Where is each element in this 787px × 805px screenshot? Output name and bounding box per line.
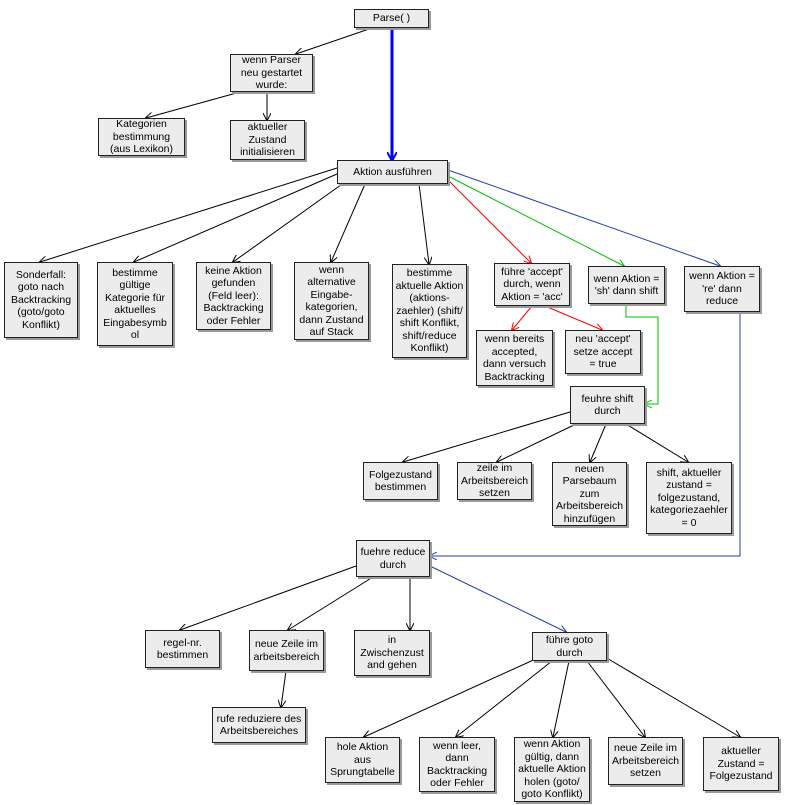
edge-parse-to-wenn-parser — [296, 27, 373, 54]
node-sonderfall: Sonderfall: goto nach Backtracking (goto… — [4, 262, 78, 338]
edge-aktion-to-wenn-sh — [447, 175, 624, 266]
node-wenn-sh: wenn Aktion = 'sh' dann shift — [588, 266, 665, 304]
edge-shift-to-folgezustand — [403, 411, 571, 462]
node-rufe-reduziere: rufe reduziere des Arbeitsbereiches — [212, 707, 306, 743]
edge-aktion-to-wenn-re — [447, 169, 720, 266]
edge-reduce-to-neue-zeile — [288, 576, 374, 630]
node-in-zwischen: in Zwischenzust and gehen — [354, 630, 430, 676]
node-bestimme-aktuelle: bestimme aktuelle Aktion (aktions- zaehl… — [392, 264, 467, 358]
node-neue-zeile-2: neue Zeile im Arbeitsbereich setzen — [608, 737, 683, 785]
node-wenn-parser: wenn Parser neu gestartet wurde: — [230, 54, 313, 92]
edge-aktion-to-bestimme-aktuelle — [418, 183, 429, 264]
edge-shift-to-neuen-parsebaum — [590, 423, 607, 462]
edge-goto-to-wenn-leer — [456, 660, 553, 737]
node-wenn-aktion-gueltig: wenn Aktion gültig, dann aktuelle Aktion… — [514, 737, 590, 802]
node-feuhre-shift: feuhre shift durch — [570, 386, 645, 424]
edge-goto-to-wenn-aktion-gueltig — [553, 660, 570, 737]
edge-aktion-to-fuehre-accept — [447, 179, 531, 263]
edge-aktion-to-wenn-alternative — [331, 183, 366, 262]
edge-shift-to-shift-aktueller — [625, 423, 688, 462]
node-bestimme-gueltige: bestimme gültige Kategorie für aktuelles… — [97, 262, 173, 346]
node-hole-aktion: hole Aktion aus Sprungtabelle — [325, 737, 400, 783]
node-fuehre-goto: führe goto durch — [532, 632, 607, 661]
edge-reduce-to-regel-nr — [180, 565, 357, 630]
node-aktueller-zustand-2: aktueller Zustand = Folgezustand — [703, 737, 779, 791]
node-neu-accept: neu 'accept' setze accept = true — [565, 330, 641, 374]
node-aktion: Aktion ausführen — [337, 160, 448, 184]
edge-aktion-to-sonderfall — [40, 167, 338, 262]
node-fuehre-accept: führe 'accept' durch, wenn Aktion = 'acc… — [494, 263, 570, 306]
node-regel-nr: regel-nr. bestimmen — [145, 630, 220, 668]
edge-wenn-parser-to-kategorien — [146, 91, 241, 118]
edge-goto-to-aktueller-zustand-2 — [604, 656, 740, 737]
node-wenn-bereits: wenn bereits accepted, dann versuch Back… — [476, 330, 553, 386]
node-aktueller-zustand: aktueller Zustand initialisieren — [230, 120, 305, 160]
edge-goto-to-neue-zeile-2 — [586, 660, 645, 737]
node-shift-aktueller: shift, aktueller zustand = folgezustand,… — [646, 462, 732, 534]
node-kategorien: Kategorien bestimmung (aus Lexikon) — [98, 118, 185, 156]
node-neuen-parsebaum: neuen Parsebaum zum Arbeitsbereich hinzu… — [552, 462, 627, 526]
edge-aktion-to-bestimme-gueltige — [134, 173, 338, 262]
edge-wenn-sh-to-feuhre-shift — [625, 304, 659, 404]
node-fuehre-reduce: fuehre reduce durch — [356, 540, 430, 577]
node-wenn-re: wenn Aktion = 're' dann reduce — [684, 266, 760, 312]
edge-accept-to-wenn-bereits — [512, 305, 533, 330]
node-parse: Parse( ) — [354, 9, 429, 28]
node-zeile-arbeitsbereich: zeile im Arbeitsbereich setzen — [457, 462, 532, 500]
edge-shift-to-zeile-arbeitsbereich — [497, 423, 577, 462]
node-keine-aktion: keine Aktion gefunden (Feld leer): Backt… — [196, 262, 271, 330]
node-wenn-alternative: wenn alternative Eingabe- kategorien, da… — [294, 262, 369, 340]
edge-neue-zeile-to-rufe-reduziere — [281, 670, 287, 707]
node-wenn-leer: wenn leer, dann Backtracking oder Fehler — [419, 737, 495, 792]
node-neue-zeile: neue Zeile im arbeitsbereich — [249, 630, 324, 671]
edge-aktion-to-keine-aktion — [233, 181, 346, 262]
node-folgezustand: Folgezustand bestimmen — [363, 462, 438, 500]
edge-accept-to-neu-accept — [544, 305, 602, 330]
edge-wenn-re-to-fuehre-reduce — [430, 312, 741, 556]
edge-reduce-to-fuehre-goto — [429, 565, 566, 632]
edge-goto-to-hole-aktion — [364, 656, 541, 737]
